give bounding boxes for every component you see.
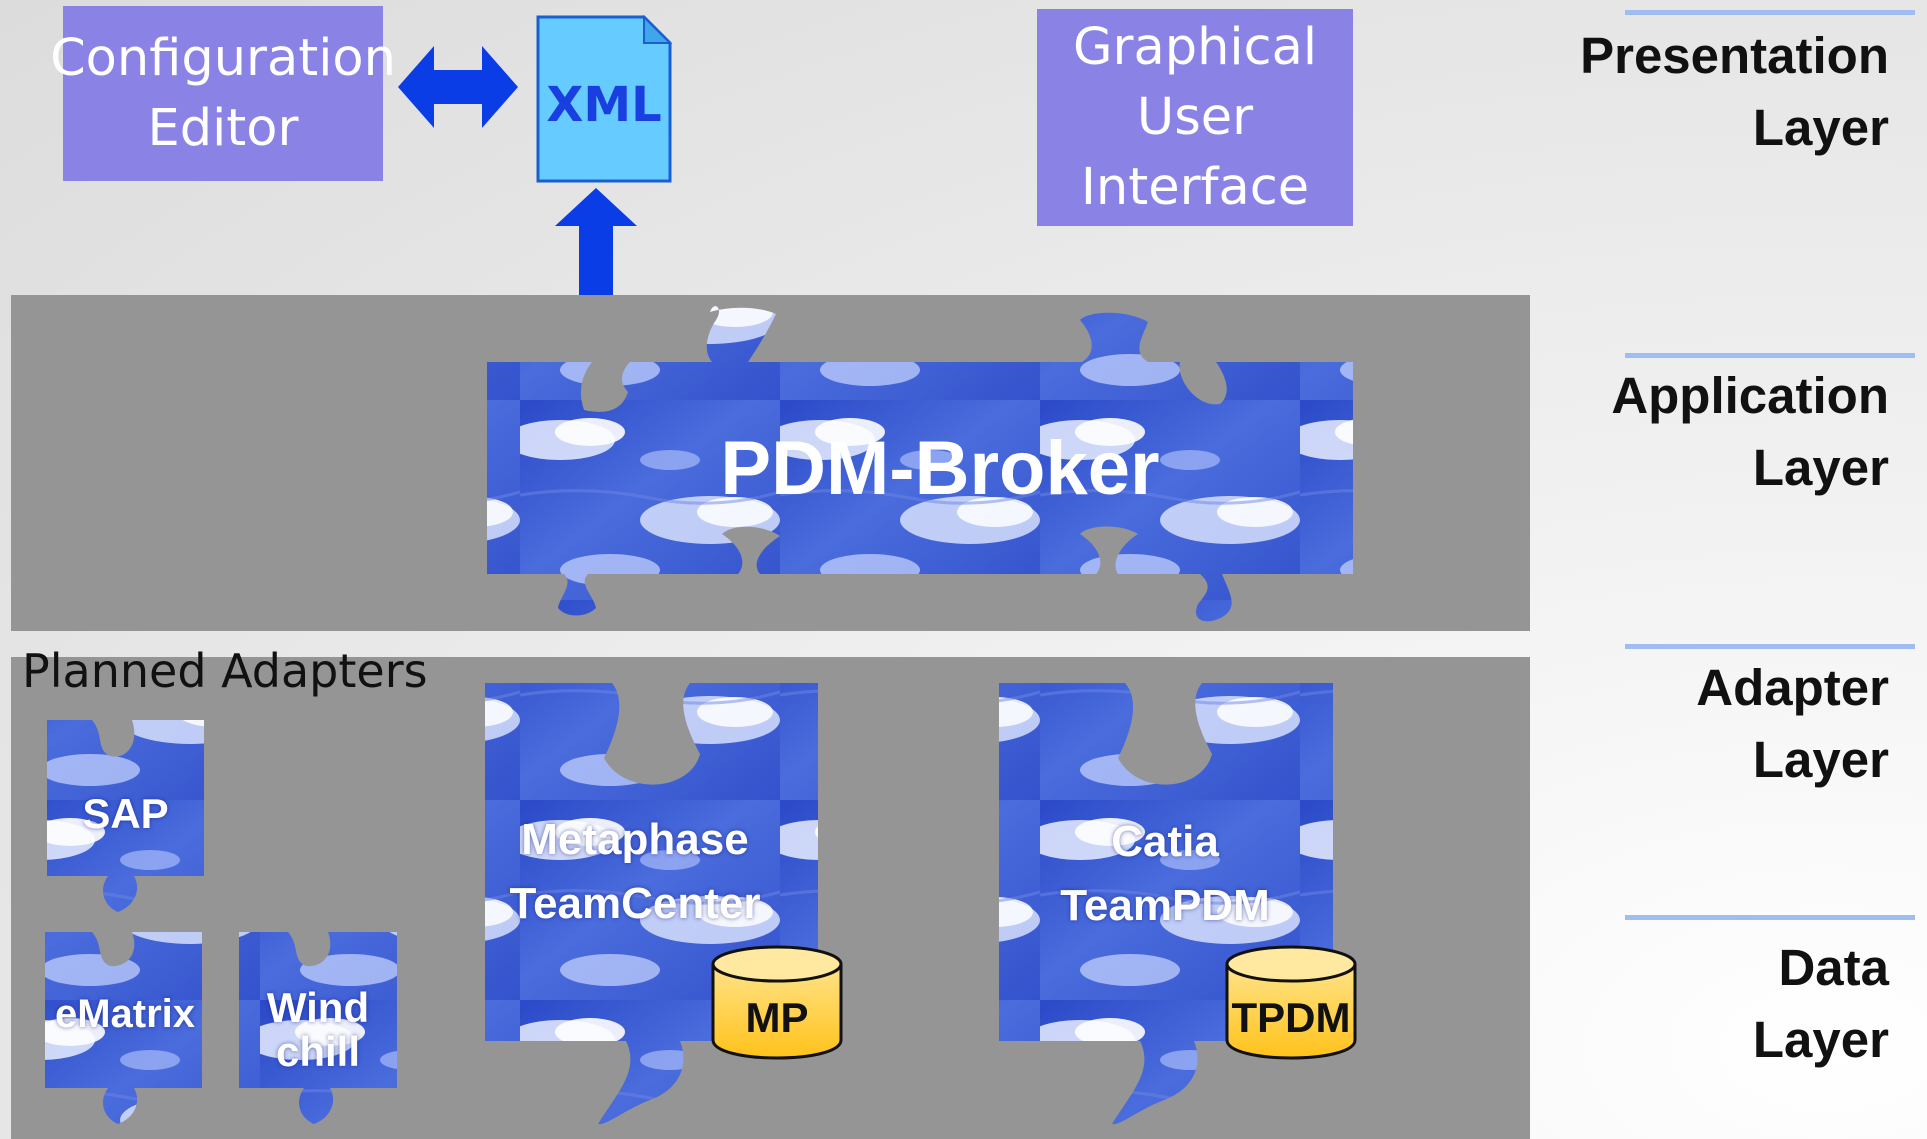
- application-layer-label: Application Layer: [1611, 360, 1889, 504]
- adapter-layer-label: Adapter Layer: [1696, 652, 1889, 796]
- presentation-layer-label-line1: Presentation: [1580, 27, 1889, 84]
- windchill-label-line2: chill: [275, 1028, 361, 1075]
- windchill-puzzle-piece: [239, 932, 397, 1124]
- gui-label-line3: Interface: [1080, 157, 1310, 217]
- tpdm-database-label: TPDM: [1231, 994, 1351, 1041]
- adapter-layer-label-line1: Adapter: [1696, 659, 1889, 716]
- planned-adapters-title: Planned Adapters: [22, 644, 428, 698]
- gui-label-line1: Graphical: [1072, 17, 1318, 77]
- ematrix-label: eMatrix: [54, 992, 196, 1036]
- sap-label: SAP: [82, 790, 169, 837]
- adapter-layer-divider: [1625, 644, 1915, 649]
- metaphase-label-line2: TeamCenter: [509, 879, 761, 928]
- metaphase-label-line1: Metaphase: [521, 815, 749, 864]
- xml-document-icon: XML: [536, 14, 673, 183]
- presentation-layer-divider: [1625, 10, 1915, 15]
- configuration-editor-label-line1: Configuration: [50, 28, 396, 88]
- tpdm-database-icon: TPDM: [1224, 944, 1358, 1060]
- configuration-editor-label-line2: Editor: [147, 98, 299, 158]
- gui-label-line2: User: [1136, 87, 1254, 147]
- catia-label-line1: Catia: [1111, 817, 1219, 866]
- xml-label: XML: [546, 77, 662, 133]
- sap-puzzle-piece: [47, 720, 204, 912]
- metaphase-label: Metaphase TeamCenter: [485, 808, 785, 936]
- ematrix-puzzle-piece: [45, 932, 202, 1124]
- windchill-label-line1: Wind: [266, 984, 370, 1031]
- data-layer-label-line1: Data: [1778, 939, 1889, 996]
- configuration-editor-box: Configuration Editor: [50, 6, 396, 181]
- mp-database-icon: MP: [710, 944, 844, 1060]
- application-layer-divider: [1625, 353, 1915, 358]
- data-layer-divider: [1625, 915, 1915, 920]
- bidirectional-arrow-vertical: [555, 188, 637, 350]
- adapter-layer-label-line2: Layer: [1752, 731, 1889, 788]
- presentation-layer-label: Presentation Layer: [1580, 20, 1889, 164]
- presentation-layer-label-line2: Layer: [1752, 99, 1889, 156]
- data-layer-label: Data Layer: [1753, 932, 1889, 1076]
- windchill-label: Wind chill: [239, 986, 397, 1074]
- catia-label: Catia TeamPDM: [1020, 810, 1310, 938]
- bidirectional-arrow-horizontal: [398, 46, 518, 128]
- pdm-broker-label: PDM-Broker: [720, 426, 1160, 511]
- data-layer-label-line2: Layer: [1752, 1011, 1889, 1068]
- application-layer-label-line1: Application: [1611, 367, 1889, 424]
- catia-label-line2: TeamPDM: [1060, 881, 1270, 930]
- application-layer-label-line2: Layer: [1752, 439, 1889, 496]
- mp-database-label: MP: [745, 994, 809, 1041]
- graphical-user-interface-box: Graphical User Interface: [1037, 9, 1353, 226]
